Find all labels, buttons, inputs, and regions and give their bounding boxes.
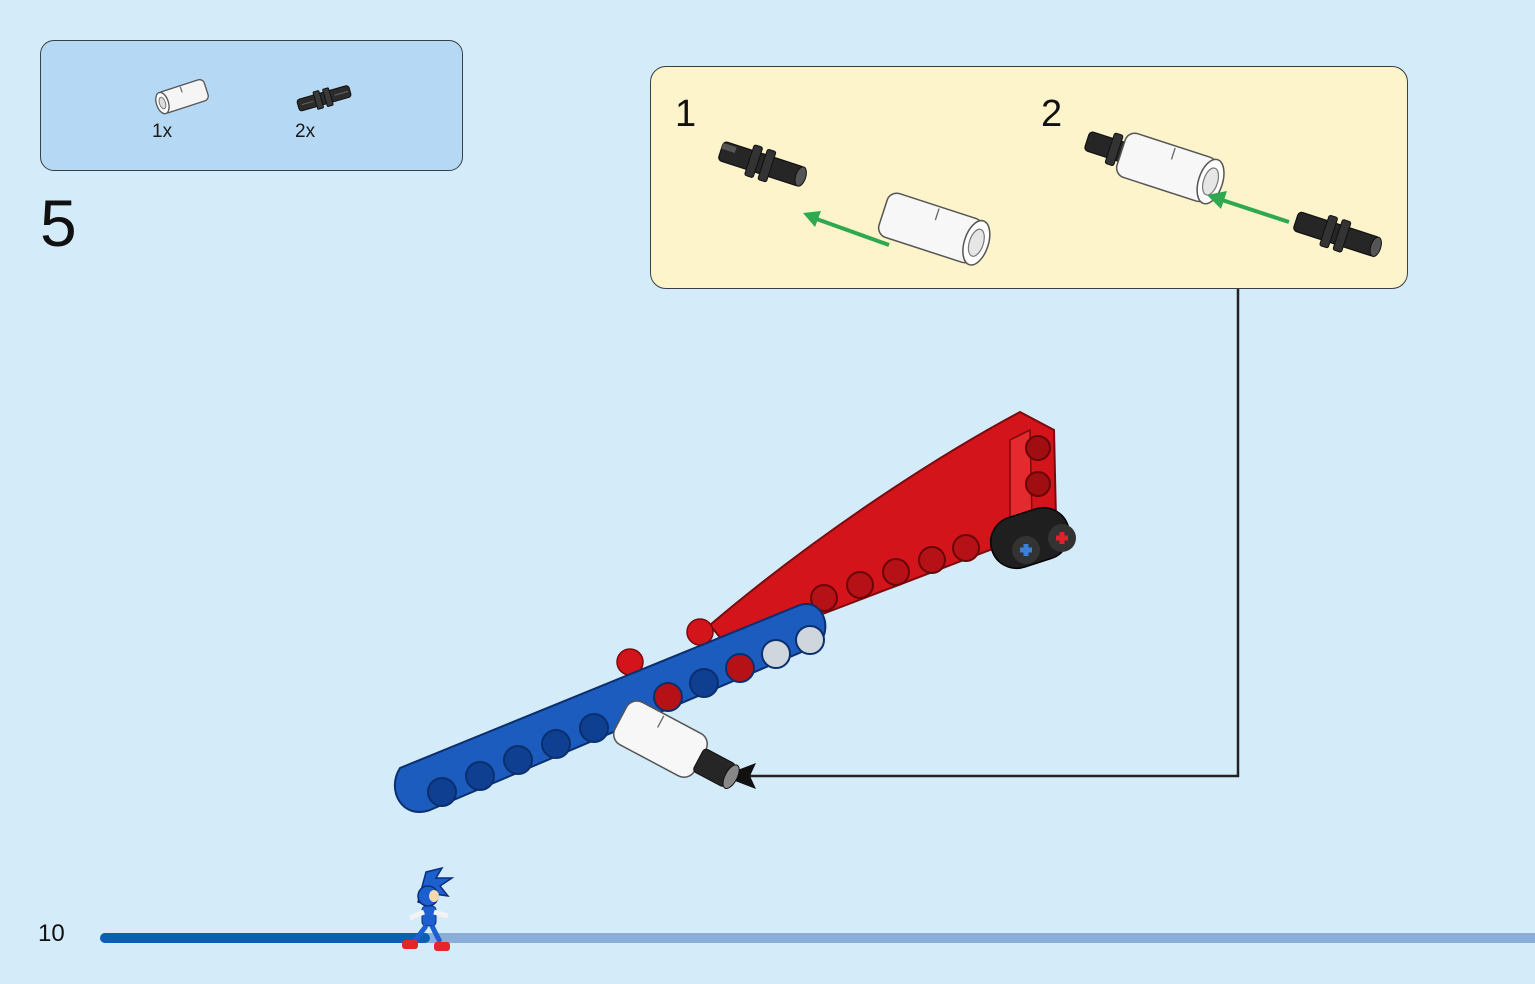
progress-track bbox=[100, 933, 1535, 943]
substep-callout-box: 1 2 bbox=[650, 66, 1408, 289]
page-number: 10 bbox=[38, 920, 65, 947]
white-connector-icon bbox=[1115, 132, 1225, 205]
step-number: 5 bbox=[40, 186, 77, 260]
black-cross-connector bbox=[989, 506, 1076, 570]
black-axle-pin-icon bbox=[1293, 211, 1382, 257]
substep-number: 2 bbox=[1041, 93, 1063, 135]
parts-list-box: 1x 2x bbox=[40, 40, 463, 171]
blue-beam bbox=[394, 602, 827, 813]
part-quantity: 2x bbox=[295, 121, 316, 142]
insert-arrow-icon bbox=[803, 211, 890, 247]
substep-1-illustration bbox=[718, 141, 991, 266]
white-connector-with-pin bbox=[612, 700, 740, 789]
substep-2-illustration bbox=[1084, 131, 1382, 257]
insert-arrow-icon bbox=[1207, 191, 1290, 224]
white-connector-icon bbox=[155, 79, 209, 115]
black-axle-pin-icon bbox=[296, 85, 352, 112]
main-assembly-illustration bbox=[394, 410, 1076, 813]
running-character-icon bbox=[402, 866, 455, 951]
black-axle-pin-icon bbox=[718, 141, 807, 187]
part-quantity: 1x bbox=[152, 121, 173, 142]
red-curved-beam bbox=[616, 410, 1058, 676]
white-connector-icon bbox=[877, 192, 991, 266]
progress-bar-fill bbox=[100, 933, 430, 943]
substep-number: 1 bbox=[675, 93, 697, 135]
